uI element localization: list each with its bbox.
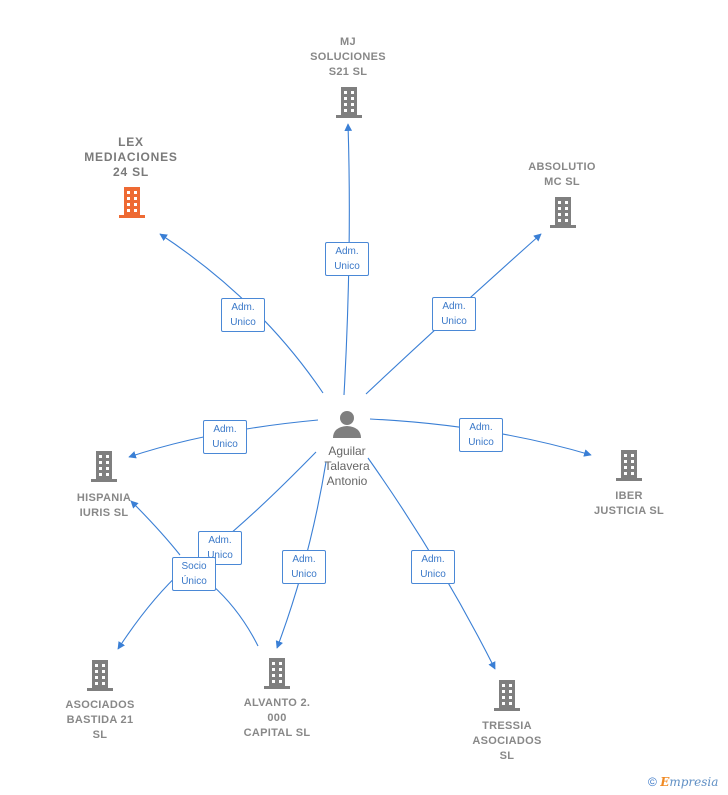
company-label-lex[interactable]: LEX MEDIACIONES 24 SL bbox=[84, 135, 178, 179]
company-label-mj[interactable]: MJ SOLUCIONES S21 SL bbox=[310, 36, 386, 78]
company-label-absolutio[interactable]: ABSOLUTIO MC SL bbox=[528, 161, 596, 188]
company-label-hispania[interactable]: HISPANIA IURIS SL bbox=[76, 492, 132, 519]
person-node[interactable] bbox=[333, 411, 361, 438]
brand-logo-text: mpresia bbox=[669, 775, 719, 789]
building-icon-lex[interactable] bbox=[119, 187, 145, 218]
edge-label-alvanto[interactable]: Adm. Unico bbox=[282, 550, 326, 584]
brand-logo-initial: E bbox=[660, 775, 670, 789]
person-icon bbox=[333, 411, 361, 438]
company-label-tressia[interactable]: TRESSIA ASOCIADOS SL bbox=[472, 720, 542, 762]
copyright-footer: © Empresia bbox=[648, 775, 718, 789]
edge-label-mj[interactable]: Adm. Unico bbox=[325, 242, 369, 276]
edge-connector bbox=[130, 500, 181, 556]
building-icon-asociados[interactable] bbox=[87, 660, 113, 691]
edge-label-socio[interactable]: Socio Único bbox=[172, 557, 216, 591]
edge-label-tressia[interactable]: Adm. Unico bbox=[411, 550, 455, 584]
company-label-asociados[interactable]: ASOCIADOS BASTIDA 21 SL bbox=[65, 699, 135, 741]
person-name-label[interactable]: Aguilar Talavera Antonio bbox=[324, 444, 370, 488]
company-label-alvanto[interactable]: ALVANTO 2. 000 CAPITAL SL bbox=[243, 697, 311, 739]
edge-label-lex[interactable]: Adm. Unico bbox=[221, 298, 265, 332]
building-icon-absolutio[interactable] bbox=[550, 197, 576, 228]
copyright-icon: © bbox=[648, 775, 657, 789]
building-icon-iber[interactable] bbox=[616, 450, 642, 481]
edge-connector bbox=[211, 584, 259, 647]
edge-label-iber[interactable]: Adm. Unico bbox=[459, 418, 503, 452]
building-icon-tressia[interactable] bbox=[494, 680, 520, 711]
building-icon-hispania[interactable] bbox=[91, 451, 117, 482]
building-icon-mj[interactable] bbox=[336, 87, 362, 118]
edge-label-absolutio[interactable]: Adm. Unico bbox=[432, 297, 476, 331]
company-label-iber[interactable]: IBER JUSTICIA SL bbox=[593, 490, 665, 517]
building-icon-alvanto[interactable] bbox=[264, 658, 290, 689]
edge-label-hispania[interactable]: Adm. Unico bbox=[203, 420, 247, 454]
